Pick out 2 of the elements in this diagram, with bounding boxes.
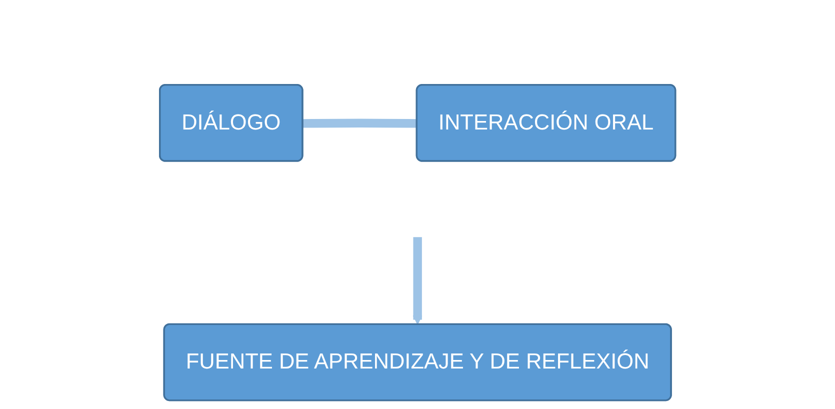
arrow — [412, 237, 422, 325]
connector — [302, 118, 418, 128]
